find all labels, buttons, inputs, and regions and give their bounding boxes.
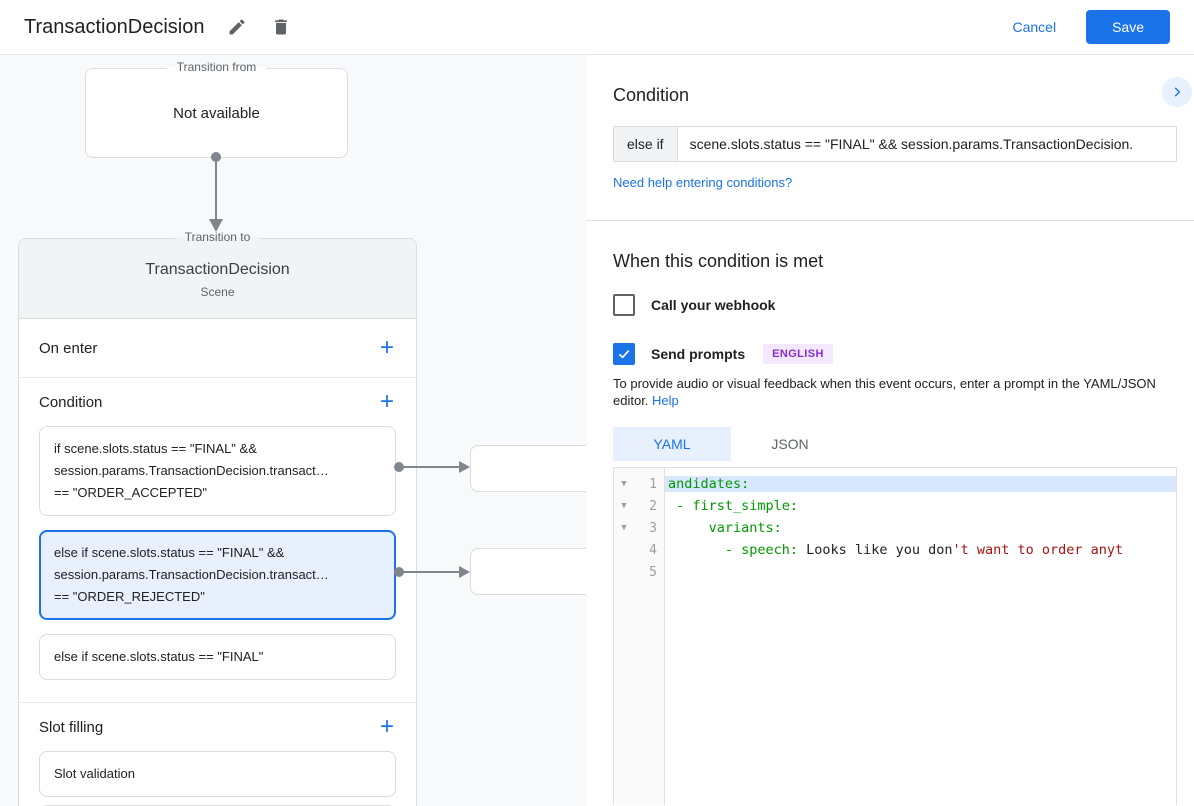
when-met-title: When this condition is met — [613, 251, 824, 271]
code-line-text[interactable]: - speech: Looks like you don't want to o… — [665, 542, 1176, 558]
code-line: ▼ 1 andidates: — [614, 473, 1176, 495]
call-webhook-checkbox[interactable] — [613, 294, 635, 316]
send-prompts-checkbox[interactable] — [613, 343, 635, 365]
condition-card-line: session.params.TransactionDecision.trans… — [54, 463, 329, 478]
delete-scene-button[interactable] — [270, 16, 292, 38]
transition-from-legend: Transition from — [166, 60, 267, 74]
code-segment-green: variants: — [668, 520, 782, 536]
trash-icon — [275, 19, 288, 35]
condition-label: Condition — [39, 393, 103, 411]
code-line: 4 - speech: Looks like you don't want to… — [614, 539, 1176, 561]
condition-detail-panel: Condition else if Need help entering con… — [586, 55, 1194, 806]
yaml-code-editor[interactable]: ▼ 1 andidates: ▼ 2 - first_simple: ▼ 3 variant… — [613, 467, 1177, 805]
tab-yaml[interactable]: YAML — [613, 427, 731, 461]
pencil-icon — [229, 19, 245, 35]
call-webhook-label: Call your webhook — [651, 297, 776, 313]
condition-card-list: if scene.slots.status == "FINAL" && sessi… — [19, 426, 416, 702]
condition-editor-row: else if — [613, 126, 1177, 162]
prompt-description: To provide audio or visual feedback when… — [613, 375, 1169, 409]
condition-panel-title: Condition — [613, 85, 690, 105]
code-segment-green: andidates: — [668, 476, 750, 492]
transition-to-legend: Transition to — [174, 230, 261, 244]
condition-card-line: else if scene.slots.status == "FINAL" && — [54, 545, 285, 560]
condition-card-line: == "ORDER_REJECTED" — [54, 589, 205, 604]
on-enter-section-header: On enter + — [19, 319, 416, 377]
condition-card-line: else if scene.slots.status == "FINAL" — [54, 649, 264, 664]
send-prompts-label: Send prompts — [651, 346, 746, 362]
condition-card-line: == "ORDER_ACCEPTED" — [54, 485, 207, 500]
condition-card-line: session.params.TransactionDecision.trans… — [54, 567, 329, 582]
transition-to-box: Transition to TransactionDecision Scene … — [18, 230, 417, 806]
code-segment-green: - speech: — [668, 542, 799, 558]
line-number: 2 — [649, 498, 657, 514]
code-lines: ▼ 1 andidates: ▼ 2 - first_simple: ▼ 3 variant… — [614, 468, 1176, 583]
send-prompts-row: Send prompts ENGLISH — [613, 343, 1177, 365]
fold-arrow-icon[interactable]: ▼ — [621, 479, 627, 489]
slot-filling-section-header: Slot filling + — [19, 703, 416, 751]
condition-card[interactable]: else if scene.slots.status == "FINAL" — [39, 634, 396, 680]
add-on-enter-button[interactable]: + — [376, 336, 398, 360]
code-segment-green: - first_simple: — [668, 498, 799, 514]
line-number: 1 — [649, 476, 657, 492]
condition-card[interactable]: if scene.slots.status == "FINAL" && sessi… — [39, 426, 396, 516]
transition-target-box-rejected[interactable] — [470, 548, 586, 595]
panel-divider — [586, 220, 1194, 221]
scene-type: Scene — [200, 285, 235, 299]
checkmark-icon — [618, 350, 630, 359]
editor-tabs: YAML JSON — [613, 427, 1177, 461]
page-title: TransactionDecision — [24, 15, 205, 38]
divider — [19, 377, 416, 378]
condition-operator-label: else if — [613, 126, 678, 162]
scene-header[interactable]: TransactionDecision Scene — [19, 239, 416, 319]
webhook-row: Call your webhook — [613, 294, 1177, 316]
scene-name: TransactionDecision — [145, 261, 290, 278]
transition-from-value: Not available — [173, 104, 260, 122]
transition-from-box: Transition from Not available — [85, 60, 348, 158]
slot-card[interactable]: Slot validation — [39, 751, 396, 797]
code-line: ▼ 2 - first_simple: — [614, 495, 1176, 517]
on-enter-label: On enter — [39, 339, 98, 357]
fold-arrow-icon[interactable]: ▼ — [621, 523, 627, 533]
help-link[interactable]: Help — [652, 393, 679, 408]
condition-section-header: Condition + — [19, 378, 416, 426]
line-number: 3 — [649, 520, 657, 536]
code-line-text[interactable]: andidates: — [665, 476, 1176, 492]
code-segment-red: 't want to order anyt — [952, 542, 1124, 558]
cancel-button[interactable]: Cancel — [1012, 19, 1057, 35]
chevron-right-icon — [1174, 87, 1181, 97]
fold-arrow-icon[interactable]: ▼ — [621, 501, 627, 511]
collapse-panel-button[interactable] — [1162, 77, 1192, 107]
flow-canvas: Transition from Not available Transition… — [0, 55, 586, 806]
slot-card-list: Slot validation — [19, 751, 416, 797]
add-slot-button[interactable]: + — [376, 715, 398, 739]
code-segment-plain: Looks like you don — [798, 542, 953, 558]
line-number: 5 — [649, 564, 657, 580]
condition-help-link[interactable]: Need help entering conditions? — [613, 175, 793, 190]
condition-card-line: if scene.slots.status == "FINAL" && — [54, 441, 257, 456]
condition-card-selected[interactable]: else if scene.slots.status == "FINAL" &&… — [39, 530, 396, 620]
transition-target-box-accepted[interactable] — [470, 445, 586, 492]
add-condition-button[interactable]: + — [376, 390, 398, 414]
condition-expression-input[interactable] — [677, 126, 1177, 162]
code-line: ▼ 3 variants: — [614, 517, 1176, 539]
language-badge: ENGLISH — [763, 344, 833, 364]
line-number: 4 — [649, 542, 657, 558]
code-line: 5 — [614, 561, 1176, 583]
code-line-text[interactable]: variants: — [665, 520, 1176, 536]
edit-scene-button[interactable] — [226, 16, 248, 38]
slot-filling-label: Slot filling — [39, 718, 104, 736]
top-bar: TransactionDecision Cancel Save — [0, 0, 1194, 55]
divider — [19, 702, 416, 703]
tab-json[interactable]: JSON — [771, 436, 809, 452]
prompt-description-text: To provide audio or visual feedback when… — [613, 376, 1156, 408]
code-line-text[interactable]: - first_simple: — [665, 498, 1176, 514]
save-button[interactable]: Save — [1086, 10, 1170, 44]
